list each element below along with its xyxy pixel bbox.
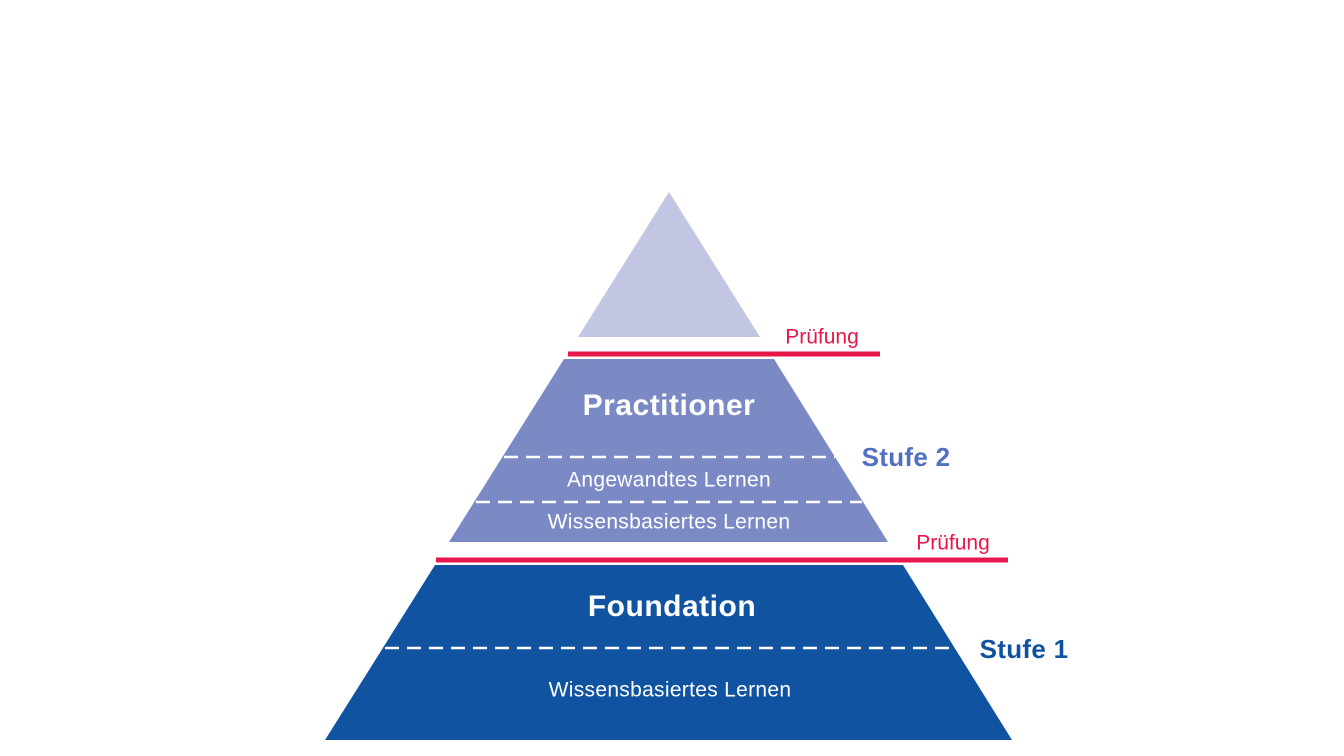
stage-1-label: Stufe 1	[979, 634, 1069, 664]
pyramid-level-foundation-shape	[325, 565, 1012, 740]
stage-2-label: Stufe 2	[861, 442, 951, 472]
exam-label-bottom: Prüfung	[916, 531, 990, 555]
exam-label-top: Prüfung	[785, 325, 859, 349]
foundation-sublevel-knowledge: Wissensbasiertes Lernen	[548, 678, 792, 702]
foundation-title: Foundation	[587, 590, 757, 623]
practitioner-title: Practitioner	[582, 389, 756, 422]
pyramid-level-practitioner-shape	[449, 359, 888, 542]
pyramid-level-top-shape	[578, 192, 760, 337]
practitioner-sublevel-applied: Angewandtes Lernen	[567, 468, 771, 492]
practitioner-sublevel-knowledge: Wissensbasiertes Lernen	[547, 510, 791, 534]
